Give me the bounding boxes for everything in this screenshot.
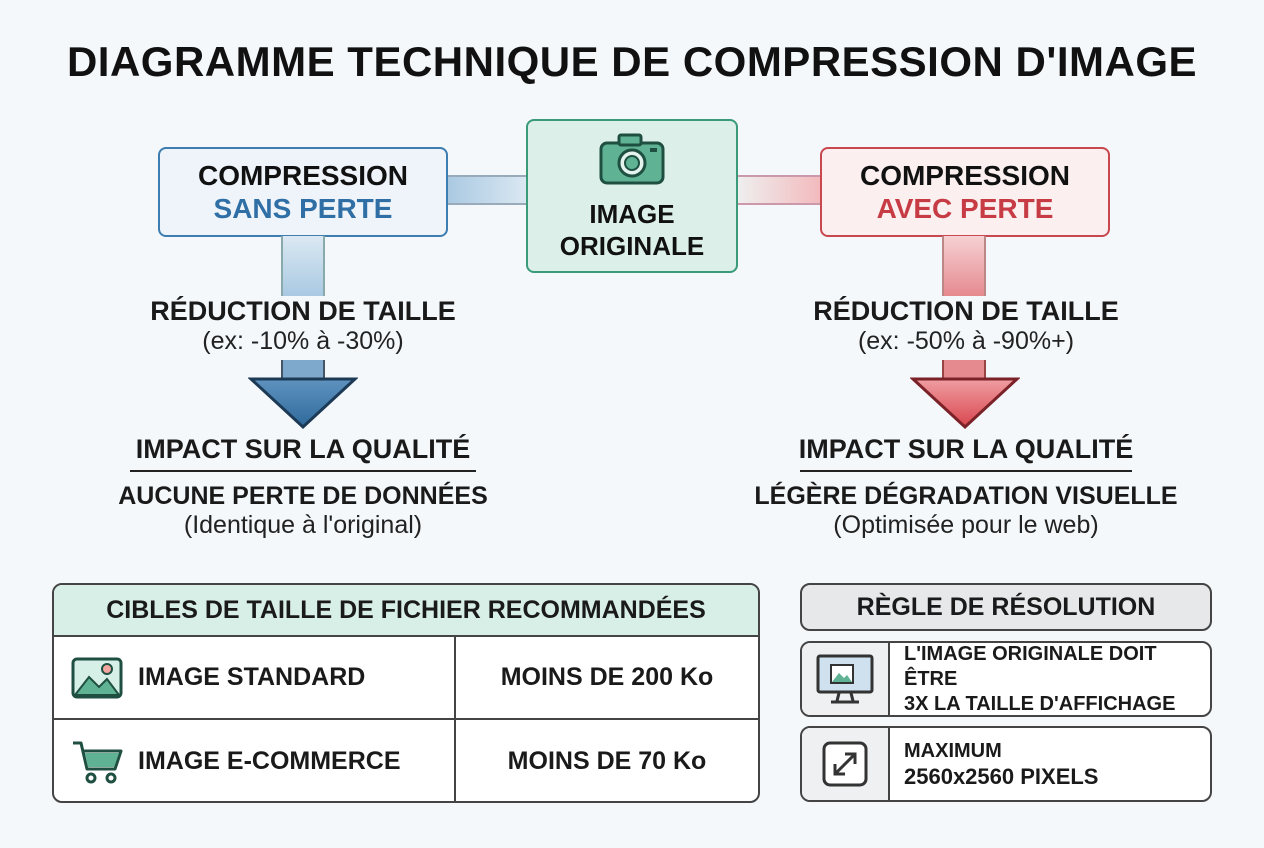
- standard-image-label: IMAGE STANDARD: [138, 663, 366, 691]
- diagram-title: DIAGRAMME TECHNIQUE DE COMPRESSION D'IMA…: [66, 38, 1198, 85]
- lossless-stem: [281, 236, 325, 296]
- table-row: IMAGE STANDARD MOINS DE 200 Ko: [54, 637, 758, 720]
- ecommerce-image-value: MOINS DE 70 Ko: [507, 747, 707, 775]
- resolution-rule-text: L'IMAGE ORIGINALE DOIT ÊTRE 3X LA TAILLE…: [890, 643, 1210, 715]
- max-resolution-card: MAXIMUM 2560x2560 PIXELS: [800, 726, 1212, 802]
- original-line2: ORIGINALE: [559, 230, 705, 261]
- resolution-rule-card: L'IMAGE ORIGINALE DOIT ÊTRE 3X LA TAILLE…: [800, 641, 1212, 717]
- lossless-arrow-icon: [248, 377, 358, 430]
- lossy-quality-note: (Optimisée pour le web): [833, 511, 1099, 539]
- lossy-line2: AVEC PERTE: [876, 193, 1054, 224]
- lossless-stem-lower: [281, 360, 325, 380]
- lossy-size-range: (ex: -50% à -90%+): [857, 327, 1075, 355]
- lossless-line2: SANS PERTE: [213, 193, 393, 224]
- ecommerce-image-label: IMAGE E-COMMERCE: [138, 747, 401, 775]
- lossy-quality-value: LÉGÈRE DÉGRADATION VISUELLE: [754, 482, 1178, 510]
- lossy-quality-detail: LÉGÈRE DÉGRADATION VISUELLE (Optimisée p…: [750, 482, 1182, 540]
- lossy-arrow-icon: [910, 377, 1020, 430]
- rule1-line1: L'IMAGE ORIGINALE DOIT ÊTRE: [904, 642, 1157, 690]
- max-resolution-text: MAXIMUM 2560x2560 PIXELS: [890, 728, 1210, 800]
- rule2-line1: MAXIMUM: [904, 740, 1002, 762]
- lossy-size: RÉDUCTION DE TAILLE (ex: -50% à -90%+): [766, 296, 1166, 356]
- monitor-icon: [802, 643, 890, 715]
- image-icon: [70, 656, 124, 700]
- original-line1: IMAGE: [589, 198, 675, 229]
- lossless-size-head: RÉDUCTION DE TAILLE: [150, 296, 456, 326]
- connector-left: [446, 175, 528, 205]
- lossless-box: COMPRESSION SANS PERTE: [158, 147, 448, 237]
- lossy-stem-lower: [942, 360, 986, 380]
- table-row: IMAGE E-COMMERCE MOINS DE 70 Ko: [54, 720, 758, 801]
- lossless-line1: COMPRESSION: [197, 160, 409, 191]
- lossy-quality-head: IMPACT SUR LA QUALITÉ: [798, 434, 1134, 464]
- camera-icon: [597, 131, 667, 192]
- lossless-quality-note: (Identique à l'original): [183, 511, 423, 539]
- standard-image-value: MOINS DE 200 Ko: [500, 663, 714, 691]
- connector-right: [736, 175, 822, 205]
- lossless-quality-detail: AUCUNE PERTE DE DONNÉES (Identique à l'o…: [103, 482, 503, 540]
- lossy-line1: COMPRESSION: [859, 160, 1071, 191]
- lossy-rule: [800, 470, 1132, 472]
- lossless-size-range: (ex: -10% à -30%): [202, 327, 404, 355]
- lossy-box: COMPRESSION AVEC PERTE: [820, 147, 1110, 237]
- lossy-quality: IMPACT SUR LA QUALITÉ: [766, 434, 1166, 465]
- lossy-size-head: RÉDUCTION DE TAILLE: [813, 296, 1119, 326]
- lossy-stem: [942, 236, 986, 296]
- resolution-rule-header: RÈGLE DE RÉSOLUTION: [800, 583, 1212, 631]
- file-size-targets-table: CIBLES DE TAILLE DE FICHIER RECOMMANDÉES…: [52, 583, 760, 803]
- lossless-quality-head: IMPACT SUR LA QUALITÉ: [135, 434, 471, 464]
- original-image-box: IMAGE ORIGINALE: [526, 119, 738, 273]
- table-cell-label: IMAGE E-COMMERCE: [54, 720, 456, 801]
- rule2-line2: 2560x2560 PIXELS: [904, 764, 1099, 789]
- lossless-quality-value: AUCUNE PERTE DE DONNÉES: [118, 482, 488, 510]
- table-cell-label: IMAGE STANDARD: [54, 637, 456, 718]
- lossless-quality: IMPACT SUR LA QUALITÉ: [103, 434, 503, 465]
- lossless-rule: [130, 470, 476, 472]
- cart-icon: [70, 740, 124, 784]
- lossless-size: RÉDUCTION DE TAILLE (ex: -10% à -30%): [103, 296, 503, 356]
- resize-icon: [802, 728, 890, 800]
- table-header: CIBLES DE TAILLE DE FICHIER RECOMMANDÉES: [54, 585, 758, 637]
- rule1-line2: 3X LA TAILLE D'AFFICHAGE: [904, 692, 1176, 715]
